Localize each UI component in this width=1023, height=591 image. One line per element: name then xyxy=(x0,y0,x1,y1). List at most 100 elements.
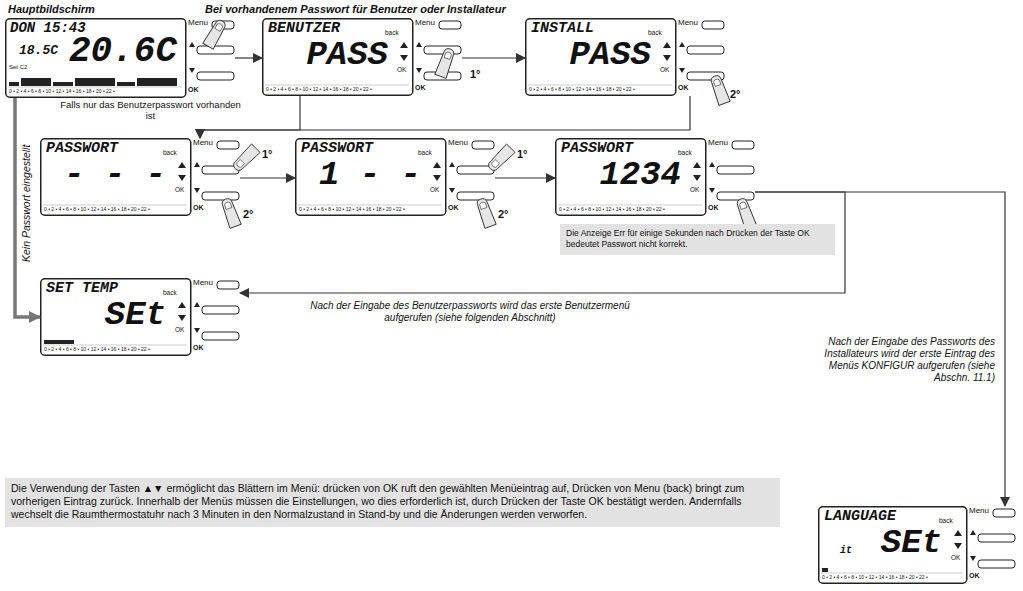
up-key-symbol xyxy=(416,42,422,47)
pressing-finger xyxy=(231,144,260,173)
edge-label: Falls nur das Benutzerpasswort vorhanden… xyxy=(58,99,243,122)
display-text: OK xyxy=(708,204,719,211)
ok-button xyxy=(457,192,494,200)
display-text: 0 • 2 • 4 • 6 • 8 • 10 • 12 • 14 • 16 • … xyxy=(266,87,372,92)
callout-number: 1° xyxy=(470,68,481,81)
edge-label: Nach der Eingabe des Passworts des Insta… xyxy=(795,336,995,384)
display-text: OK xyxy=(951,555,960,562)
display-text: back xyxy=(418,150,432,157)
display-text: - - - xyxy=(64,158,166,192)
display-text: 0 • 2 • 4 • 6 • 8 • 10 • 12 • 14 • 16 • … xyxy=(529,87,635,92)
display-text: it xyxy=(840,546,852,556)
up-arrow-symbol xyxy=(433,162,441,168)
program-bar xyxy=(75,78,115,86)
display-text: OK xyxy=(415,84,426,91)
pressing-finger xyxy=(709,74,730,105)
display-text: OK xyxy=(193,204,204,211)
display-text: BENUTZER xyxy=(268,21,340,36)
down-arrow-symbol xyxy=(178,175,186,181)
lcd-frame xyxy=(296,139,446,216)
display-text: OK xyxy=(397,67,406,74)
display-screen: DON 15:43Set C218.5C20.6CMenuOK0 • 2 • 4… xyxy=(5,18,235,98)
display-text: PASSWORT xyxy=(46,141,118,156)
display-text: LANGUAGE xyxy=(824,509,896,524)
screen-illustration xyxy=(526,19,724,96)
display-text: PASSWORT xyxy=(561,141,633,156)
up-button xyxy=(717,166,754,174)
display-text: OK xyxy=(193,344,204,351)
display-text: OK xyxy=(175,187,184,194)
display-text: 0 • 2 • 4 • 6 • 8 • 10 • 12 • 14 • 16 • … xyxy=(9,89,115,94)
screen-illustration xyxy=(296,139,494,216)
down-arrow-symbol xyxy=(954,543,962,549)
display-text: 0 • 2 • 4 • 6 • 8 • 10 • 12 • 14 • 16 • … xyxy=(44,347,150,352)
menu-button xyxy=(732,141,754,149)
display-text: back xyxy=(163,150,177,157)
program-bar xyxy=(21,78,51,86)
flow-arrow xyxy=(15,98,40,317)
finger-outline xyxy=(475,197,496,228)
screen-illustration xyxy=(6,19,234,98)
up-key-symbol xyxy=(970,530,976,535)
timeline-separator xyxy=(43,345,187,346)
ok-button xyxy=(202,332,239,340)
menu-button xyxy=(702,21,724,29)
display-text: back xyxy=(648,30,662,37)
display-text: 18.5C xyxy=(19,44,58,57)
display-text: PASS xyxy=(569,38,651,72)
pressing-finger xyxy=(220,197,241,228)
up-button xyxy=(197,46,234,54)
screen-illustration xyxy=(263,19,461,96)
up-arrow-symbol xyxy=(693,162,701,168)
callout-number: 1° xyxy=(517,148,528,161)
menu-button xyxy=(472,141,494,149)
finger-outline xyxy=(220,197,241,228)
edge-label: Nach der Eingabe des Benutzerpassworts w… xyxy=(300,300,640,324)
timeline-separator xyxy=(265,85,409,86)
display-text: SEt xyxy=(105,298,166,332)
display-text: Menu xyxy=(678,19,698,27)
up-key-symbol xyxy=(194,162,200,167)
up-key-symbol xyxy=(194,302,200,307)
lcd-frame xyxy=(526,19,676,96)
timeline-separator xyxy=(528,85,672,86)
up-button xyxy=(202,306,239,314)
up-key-symbol xyxy=(449,162,455,167)
screen-illustration xyxy=(41,139,239,216)
ok-button xyxy=(197,72,234,80)
display-text: Menu xyxy=(188,19,208,27)
ok-button xyxy=(717,192,754,200)
timeline-separator xyxy=(43,205,187,206)
fingernail xyxy=(444,51,452,59)
finger-outline xyxy=(486,144,515,173)
lcd-frame xyxy=(556,139,706,216)
up-arrow-symbol xyxy=(178,162,186,168)
display-screen: INSTALLPASSbackOKMenuOK0 • 2 • 4 • 6 • 8… xyxy=(525,18,725,96)
down-key-symbol xyxy=(194,188,200,193)
display-text: Set C2 xyxy=(9,64,27,70)
finger-outline xyxy=(231,144,260,173)
display-text: OK xyxy=(175,327,184,334)
display-text: 0 • 2 • 4 • 6 • 8 • 10 • 12 • 14 • 16 • … xyxy=(44,207,150,212)
fingernail xyxy=(713,78,721,86)
fingernail xyxy=(236,160,245,169)
display-text: 0 • 2 • 4 • 6 • 8 • 10 • 12 • 14 • 16 • … xyxy=(822,575,928,580)
up-button xyxy=(978,534,1015,542)
display-text: DON 15:43 xyxy=(10,21,86,35)
up-button xyxy=(457,166,494,174)
program-bar xyxy=(137,78,177,86)
down-arrow-symbol xyxy=(178,315,186,321)
timeline-separator xyxy=(821,573,963,574)
note-text: Die Anzeige Err für einige Sekunden nach… xyxy=(566,228,829,249)
down-arrow-symbol xyxy=(433,175,441,181)
down-key-symbol xyxy=(189,68,195,73)
display-text: OK xyxy=(678,84,689,91)
down-arrow-symbol xyxy=(663,55,671,61)
up-arrow-symbol xyxy=(954,530,962,536)
program-bar xyxy=(44,340,74,344)
display-text: Menu xyxy=(448,139,468,147)
display-text: 0 • 2 • 4 • 6 • 8 • 10 • 12 • 14 • 16 • … xyxy=(559,207,665,212)
display-text: OK xyxy=(660,67,669,74)
display-text: OK xyxy=(188,86,199,93)
